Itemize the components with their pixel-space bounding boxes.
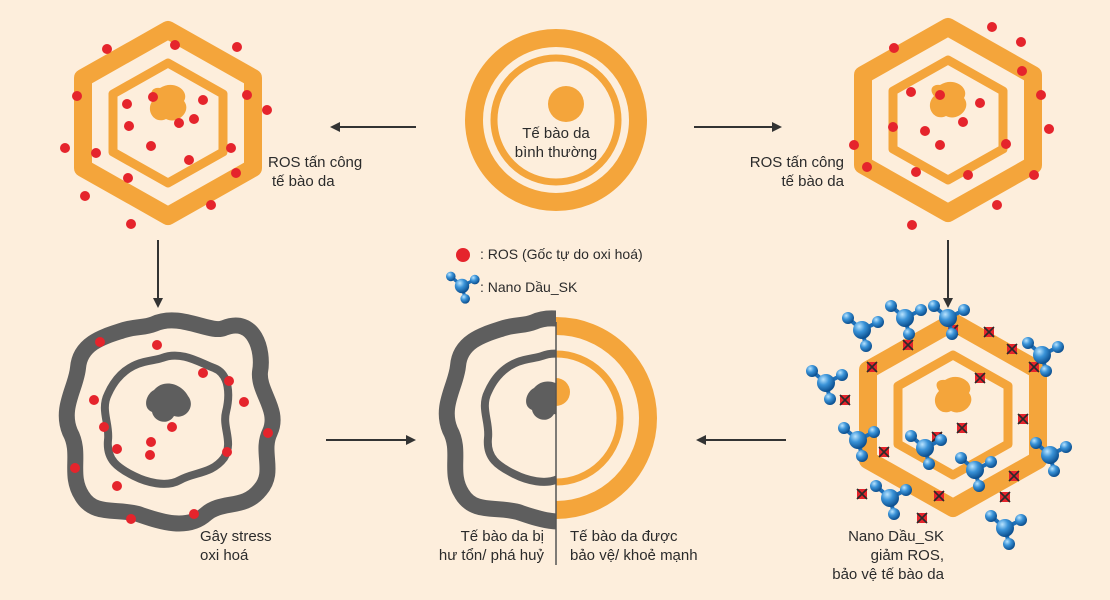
- ros-dots-left: [60, 40, 272, 229]
- protected-half: [556, 317, 657, 519]
- oxidative-stress-label: Gây stress oxi hoá: [200, 527, 272, 565]
- ros-dots-right: [849, 22, 1054, 230]
- ros-dots-stress: [70, 337, 273, 524]
- nano-legend-label: : Nano Dầu_SK: [480, 279, 578, 295]
- ros-attack-right-label: ROS tấn công tế bào da: [720, 153, 844, 191]
- ros-attack-left-line1: ROS tấn công: [268, 154, 363, 171]
- normal-cell: [465, 29, 647, 211]
- normal-cell-label: Tế bào da bình thường: [498, 124, 614, 162]
- oxidative-stress-cell: [67, 320, 273, 524]
- normal-cell-label-line2: bình thường: [514, 144, 598, 161]
- damaged-cell-line1: Tế bào da bị: [460, 528, 544, 545]
- damaged-vs-protected-cell: [447, 317, 657, 565]
- oxidative-stress-line2: oxi hoá: [200, 547, 249, 564]
- nano-protected-cell: [804, 298, 1074, 552]
- oxidative-stress-line1: Gây stress: [200, 528, 272, 545]
- protected-cell-label: Tế bào da được bảo vệ/ khoẻ mạnh: [570, 527, 698, 565]
- ros-attacked-cell-right: [849, 22, 1054, 230]
- ros-legend-icon: [456, 248, 470, 262]
- ros-attack-right-line1: ROS tấn công: [749, 154, 844, 171]
- ros-attacked-cell-left: [60, 30, 272, 229]
- nano-legend-icon: [444, 270, 482, 306]
- ros-legend-label: : ROS (Gốc tự do oxi hoá): [480, 246, 643, 262]
- damaged-cell-label: Tế bào da bị hư tổn/ phá huỷ: [420, 527, 544, 565]
- damaged-cell-line2: hư tổn/ phá huỷ: [438, 547, 544, 564]
- ros-attack-left-label: ROS tấn công tế bào da: [268, 153, 362, 191]
- normal-cell-label-line1: Tế bào da: [522, 125, 590, 142]
- ros-attack-right-line2: tế bào da: [781, 173, 844, 190]
- ros-attack-left-line2: tế bào da: [272, 173, 335, 190]
- nano-result-label: Nano Dầu_SK giảm ROS, bảo vệ tế bào da: [790, 527, 944, 584]
- protected-cell-line2: bảo vệ/ khoẻ mạnh: [570, 547, 698, 564]
- flow-arrows: [153, 122, 953, 445]
- nano-result-line1: Nano Dầu_SK: [848, 528, 944, 545]
- nano-result-line3: bảo vệ tế bào da: [832, 566, 944, 583]
- protected-cell-line1: Tế bào da được: [570, 528, 678, 545]
- nano-result-line2: giảm ROS,: [870, 547, 944, 564]
